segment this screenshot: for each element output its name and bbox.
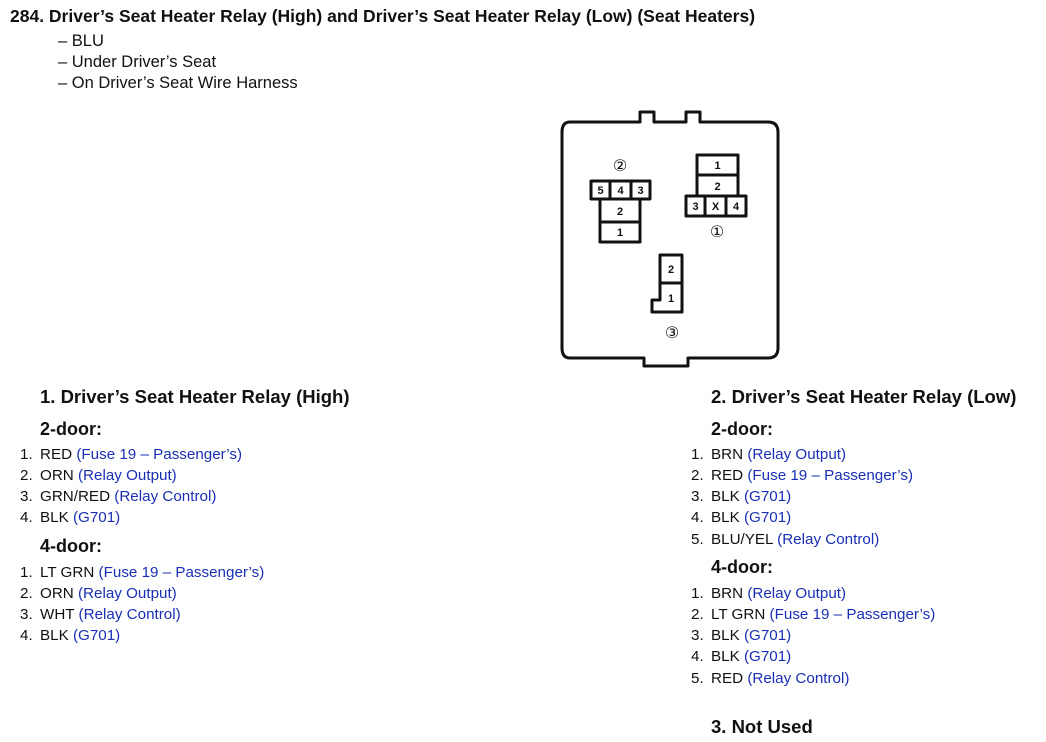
relay-1-pin-x: X	[712, 201, 720, 213]
section-2-2door-heading: 2-door:	[711, 419, 773, 439]
section-1-title: 1. Driver’s Seat Heater Relay (High)	[40, 386, 350, 407]
pin-row: 4.BLK (G701)	[20, 627, 121, 644]
section-2-4door-heading: 4-door:	[711, 557, 773, 577]
pin-row: 4.BLK (G701)	[691, 648, 792, 665]
connector-location: – Under Driver’s Seat	[58, 53, 217, 71]
pin-row: 2.ORN (Relay Output)	[20, 585, 177, 602]
pin-row: 1.LT GRN (Fuse 19 – Passenger’s)	[20, 564, 265, 581]
pin-row: 3.WHT (Relay Control)	[20, 606, 181, 623]
connector-harness: – On Driver’s Seat Wire Harness	[58, 74, 298, 92]
pin-row: 3.BLK (G701)	[691, 488, 792, 505]
page-title: 284. Driver’s Seat Heater Relay (High) a…	[10, 6, 756, 26]
callout-relay-2: ②	[613, 156, 627, 175]
callout-relay-1: ①	[710, 222, 724, 241]
relay-3-pin-2: 2	[668, 264, 674, 276]
pin-row: 4.BLK (G701)	[20, 509, 121, 526]
pin-row: 1.RED (Fuse 19 – Passenger’s)	[20, 446, 243, 463]
pin-row: 1.BRN (Relay Output)	[691, 585, 847, 602]
section-2-title: 2. Driver’s Seat Heater Relay (Low)	[711, 386, 1017, 407]
connector-color: – BLU	[58, 32, 104, 50]
pin-row: 3.GRN/RED (Relay Control)	[20, 488, 217, 505]
pin-row: 2.ORN (Relay Output)	[20, 467, 177, 484]
relay-1-pin-4: 4	[733, 201, 740, 213]
section-3-title: 3. Not Used	[711, 716, 813, 737]
callout-relay-3: ③	[665, 323, 679, 342]
relay-3-terminals	[650, 253, 684, 314]
relay-1-pin-3: 3	[692, 201, 698, 213]
pin-row: 5.BLU/YEL (Relay Control)	[691, 531, 880, 548]
pin-row: 2.LT GRN (Fuse 19 – Passenger’s)	[691, 606, 936, 623]
relay-1-pin-2: 2	[714, 181, 720, 193]
relay-1-pin-1: 1	[714, 160, 720, 172]
relay-2-pin-2: 2	[617, 206, 623, 218]
pin-row: 3.BLK (G701)	[691, 627, 792, 644]
pin-row: 4.BLK (G701)	[691, 509, 792, 526]
pin-row: 5.RED (Relay Control)	[691, 670, 850, 687]
relay-2-pin-5: 5	[597, 185, 603, 197]
relay-2-pin-4: 4	[617, 185, 624, 197]
relay-2-terminals	[589, 179, 652, 244]
relay-3-pin-1: 1	[668, 293, 674, 305]
section-1-4door-heading: 4-door:	[40, 536, 102, 556]
relay-block-outline	[560, 110, 780, 368]
pin-row: 1.BRN (Relay Output)	[691, 446, 847, 463]
section-1-2door-heading: 2-door:	[40, 419, 102, 439]
relay-block-diagram: 5 4 3 2 1 1 2 3 X 4 2 1 ② ① ③	[560, 110, 780, 368]
relay-2-pin-3: 3	[637, 185, 643, 197]
pin-row: 2.RED (Fuse 19 – Passenger’s)	[691, 467, 914, 484]
relay-1-terminals	[684, 153, 748, 218]
relay-2-pin-1: 1	[617, 227, 623, 239]
